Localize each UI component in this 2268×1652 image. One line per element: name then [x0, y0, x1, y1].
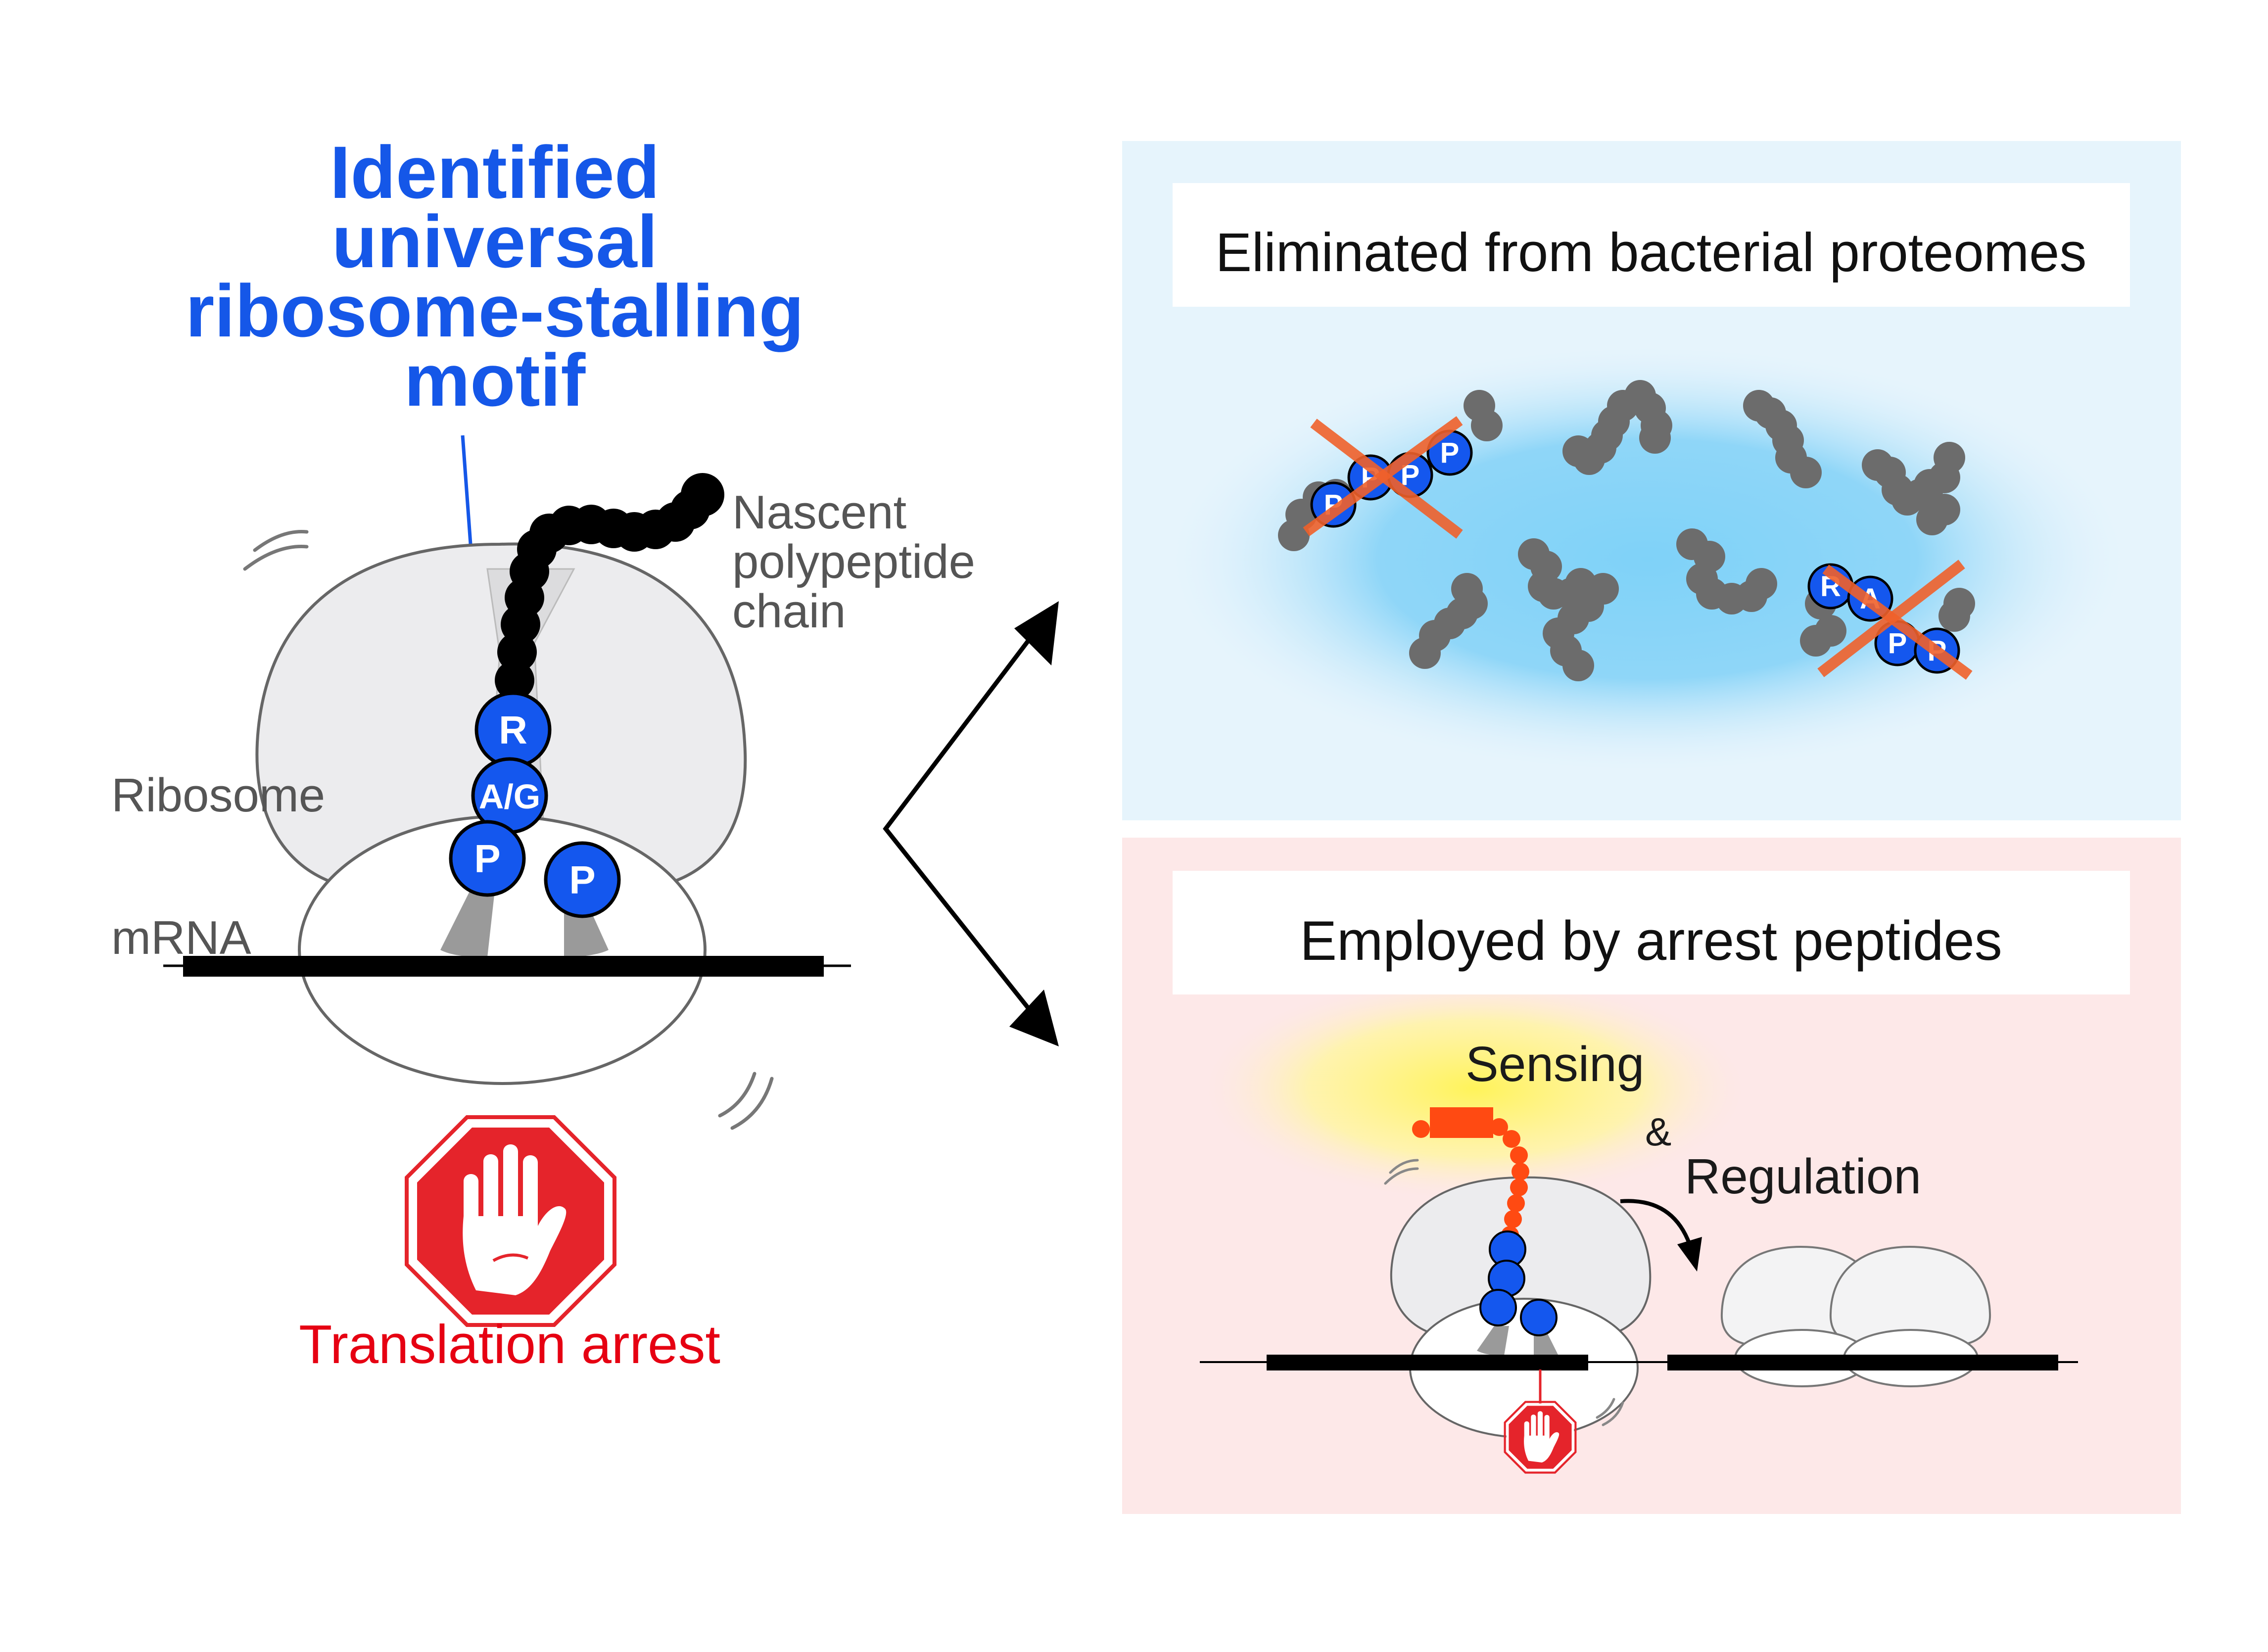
- sensing-glow: [1197, 975, 1751, 1202]
- title-line-4: motif: [404, 338, 586, 422]
- arrest-trna-left: [1477, 1326, 1509, 1356]
- arrest-peptide-bead: [1510, 1179, 1528, 1196]
- sensing-domain: [1430, 1107, 1493, 1138]
- protein-bead: [1800, 625, 1832, 657]
- nascent-label-2: polypeptide: [732, 535, 975, 588]
- vibration-mark-1: [253, 529, 309, 552]
- hand-shape: [463, 1144, 567, 1295]
- vibration-marks-icon: [243, 529, 774, 1130]
- arrest-peptide-bead: [1510, 1146, 1528, 1164]
- collided-mrna-orf: [1667, 1355, 2058, 1370]
- protein-bead: [1938, 600, 1970, 632]
- trna-left: [440, 891, 495, 957]
- residue-r: R: [474, 691, 552, 768]
- protein-bead: [1916, 504, 1948, 535]
- arrest-motif-bead-4: [1520, 1299, 1558, 1336]
- protein-bead: [1639, 422, 1671, 454]
- arrowhead-down: [1009, 990, 1059, 1046]
- title-line-3: ribosome-stalling: [186, 269, 804, 352]
- small-vibration-1: [1389, 1159, 1419, 1174]
- arrowhead-up: [1014, 601, 1059, 665]
- title-line-1: Identified: [330, 131, 660, 214]
- arrest-peptide-bead: [1490, 1118, 1508, 1136]
- residue-r-label: R: [499, 708, 527, 752]
- collided-ribosomes: [1667, 1245, 2058, 1387]
- residue-ag: A/G: [471, 757, 548, 834]
- protein-bead: [1746, 568, 1777, 600]
- protein-bead: [1562, 650, 1594, 681]
- arrest-peptide-bead: [1507, 1194, 1525, 1212]
- residue-ag-label: A/G: [479, 777, 540, 816]
- protein-bead: [1934, 442, 1965, 473]
- arrest-peptide-bead: [1512, 1163, 1529, 1180]
- bottom-panel-title-box: [1173, 871, 2130, 994]
- crossed-chain-2-cross-line: [1817, 560, 1965, 677]
- residue-p1-label: P: [474, 837, 500, 881]
- bottom-panel: Employed by arrest peptides: [1122, 838, 2181, 1514]
- hand-crease: [492, 1253, 529, 1262]
- top-panel-blob: [1158, 341, 2137, 777]
- mrna-orf: [183, 956, 824, 977]
- nascent-bead: [681, 473, 724, 517]
- arrest-peptide-bead: [1412, 1120, 1430, 1138]
- arrest-mrna-orf-1: [1267, 1355, 1588, 1370]
- residue-p2-label: P: [569, 858, 595, 902]
- curved-arrow-icon: [1620, 1199, 1702, 1272]
- ampersand-label: &: [1645, 1110, 1671, 1154]
- small-stop-outline: [1504, 1401, 1577, 1474]
- main-title: Identified universal ribosome-stalling m…: [186, 131, 804, 422]
- residue-p1-bead: [449, 820, 526, 897]
- top-panel-title-box: [1173, 183, 2130, 307]
- small-hand-shape: [1524, 1411, 1559, 1463]
- small-vibration-marks-icon: [1384, 1159, 1624, 1426]
- title-line-2: universal: [332, 200, 658, 283]
- curved-arrow-head: [1677, 1237, 1702, 1272]
- crossed-chain-2: RAPP: [1807, 560, 1973, 680]
- ribosome-label: Ribosome: [111, 769, 325, 822]
- protein-bead: [1790, 457, 1822, 488]
- vibration-mark-2: [243, 545, 309, 571]
- small-stop-hand-icon: [1504, 1401, 1577, 1474]
- translation-arrest-label: Translation arrest: [299, 1314, 720, 1375]
- nascent-chain: [495, 473, 724, 700]
- protein-bead: [1562, 435, 1594, 467]
- branch-lines: [883, 612, 1051, 1036]
- nascent-label-1: Nascent: [732, 486, 906, 539]
- regulation-label: Regulation: [1685, 1149, 1921, 1204]
- crossed-chain-2-cross-line: [1822, 565, 1973, 680]
- residue-p1: P: [449, 820, 526, 897]
- arrest-trna-right: [1534, 1331, 1559, 1358]
- residue-p2: P: [544, 841, 621, 918]
- vibration-mark-4: [718, 1072, 756, 1118]
- motif-residues: R A/G P P: [449, 691, 621, 918]
- protein-bead: [1471, 410, 1503, 441]
- residue-p2-bead: [544, 841, 621, 918]
- crossed-chain-1-bead-label: P: [1440, 437, 1460, 469]
- vibration-mark-3: [730, 1077, 774, 1130]
- arrest-peptide-chain: [1412, 1118, 1529, 1244]
- arrest-peptide-bead: [1504, 1210, 1522, 1228]
- small-vibration-3: [1602, 1401, 1624, 1426]
- bottom-panel-title: Employed by arrest peptides: [1300, 910, 2002, 972]
- arrest-peptide-bead: [1503, 1130, 1520, 1148]
- curved-arrow-body: [1620, 1199, 1692, 1245]
- top-panel-title: Eliminated from bacterial proteomes: [1216, 222, 2087, 283]
- sensing-label: Sensing: [1465, 1037, 1644, 1092]
- protein-bead: [1409, 637, 1441, 669]
- arrest-motif-bead-3: [1479, 1289, 1517, 1326]
- protein-chains: [1278, 380, 1975, 681]
- small-vibration-2: [1384, 1167, 1419, 1185]
- small-vibration-4: [1596, 1398, 1615, 1419]
- stop-octagon-outline: [405, 1115, 616, 1327]
- crossed-chain-1-cross-line: [1303, 416, 1463, 536]
- branch-arrows: [883, 601, 1059, 1046]
- mrna-label: mRNA: [111, 911, 251, 964]
- nascent-label-3: chain: [732, 585, 846, 638]
- stop-hand-icon: [405, 1115, 616, 1327]
